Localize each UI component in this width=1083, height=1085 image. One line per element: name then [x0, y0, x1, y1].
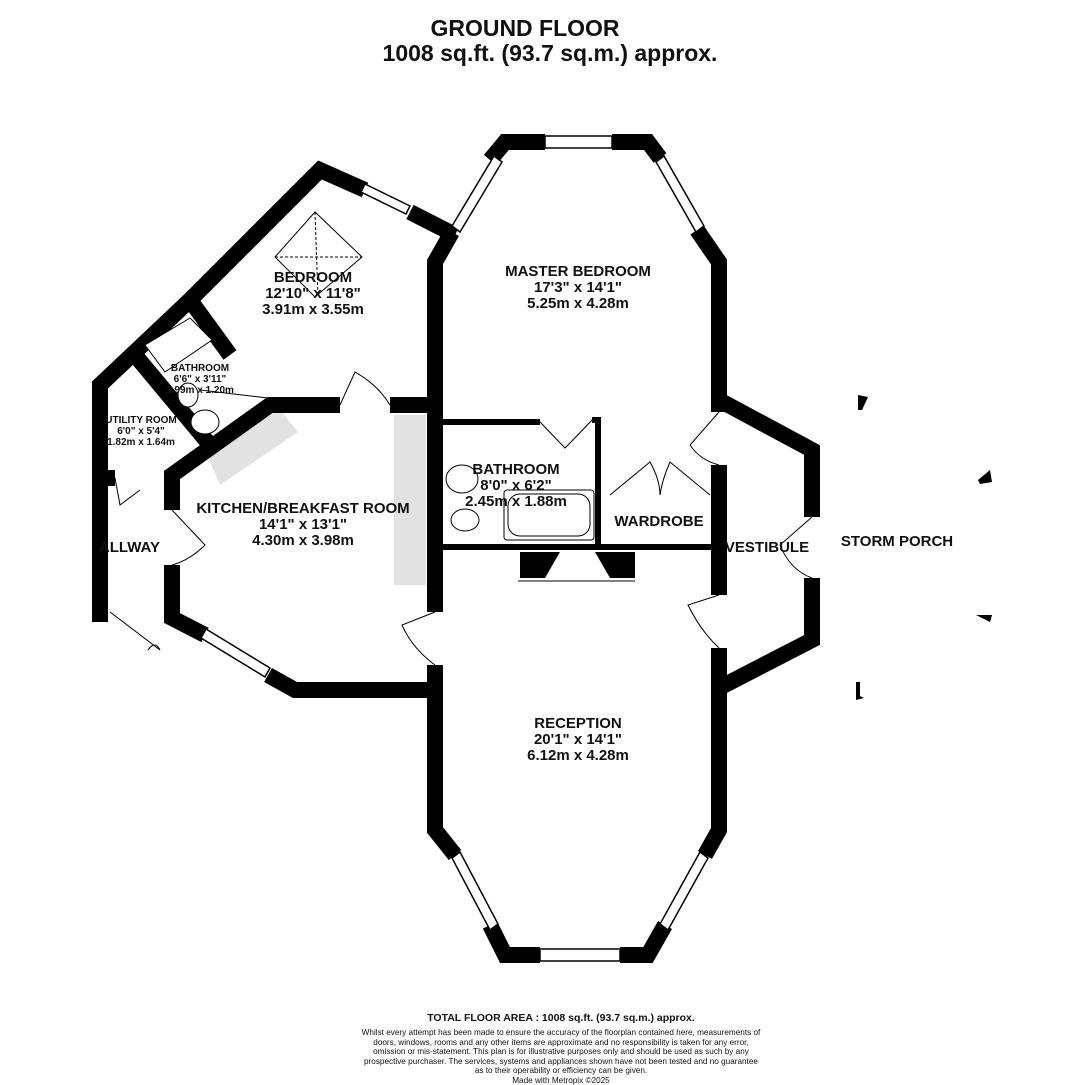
room-name: WARDROBE — [614, 513, 703, 530]
room-storm-porch: STORM PORCH — [841, 534, 953, 550]
room-imperial: 6'6" x 3'11" — [166, 374, 234, 385]
room-imperial: 6'0" x 5'4" — [105, 426, 176, 437]
room-imperial: 17'3" x 14'1" — [505, 280, 651, 296]
room-metric: 2.45m x 1.88m — [465, 494, 567, 510]
room-kitchen: KITCHEN/BREAKFAST ROOM 14'1" x 13'1" 4.3… — [196, 501, 409, 549]
room-hallway: HALLWAY — [100, 540, 160, 556]
room-vestibule: VESTIBULE — [724, 540, 810, 556]
room-wardrobe: WARDROBE — [614, 514, 703, 530]
room-name: BATHROOM — [465, 462, 567, 478]
room-name: BEDROOM — [262, 270, 364, 286]
room-name: KITCHEN/BREAKFAST ROOM — [196, 501, 409, 517]
room-metric: 3.91m x 3.55m — [262, 302, 364, 318]
disclaimer: Whilst every attempt has been made to en… — [360, 1028, 762, 1076]
room-name: HALLWAY — [100, 540, 160, 556]
room-metric: 6.12m x 4.28m — [527, 748, 629, 764]
room-imperial: 12'10" x 11'8" — [262, 286, 364, 302]
room-name: UTILITY ROOM — [105, 415, 176, 426]
room-bedroom: BEDROOM 12'10" x 11'8" 3.91m x 3.55m — [262, 270, 364, 318]
room-imperial: 8'0" x 6'2" — [465, 478, 567, 494]
room-imperial: 20'1" x 14'1" — [527, 732, 629, 748]
room-name: VESTIBULE — [725, 540, 809, 556]
footer: TOTAL FLOOR AREA : 1008 sq.ft. (93.7 sq.… — [360, 1012, 762, 1085]
room-metric: 1.82m x 1.64m — [105, 437, 176, 448]
total-floor-area: TOTAL FLOOR AREA : 1008 sq.ft. (93.7 sq.… — [360, 1012, 762, 1024]
room-reception: RECEPTION 20'1" x 14'1" 6.12m x 4.28m — [527, 716, 629, 764]
room-metric: 4.30m x 3.98m — [196, 533, 409, 549]
room-bathroom-small: BATHROOM 6'6" x 3'11" 1.99m x 1.20m — [166, 363, 234, 396]
room-name: MASTER BEDROOM — [505, 264, 651, 280]
room-master-bedroom: MASTER BEDROOM 17'3" x 14'1" 5.25m x 4.2… — [505, 264, 651, 312]
room-name: BATHROOM — [166, 363, 234, 374]
credit: Made with Metropix ©2025 — [360, 1076, 762, 1085]
fireplace — [518, 552, 635, 581]
room-imperial: 14'1" x 13'1" — [196, 517, 409, 533]
room-metric: 5.25m x 4.28m — [505, 296, 651, 312]
room-name: STORM PORCH — [841, 533, 953, 550]
room-metric: 1.99m x 1.20m — [166, 385, 234, 396]
room-bathroom: BATHROOM 8'0" x 6'2" 2.45m x 1.88m — [465, 462, 567, 510]
room-name: RECEPTION — [527, 716, 629, 732]
room-utility: UTILITY ROOM 6'0" x 5'4" 1.82m x 1.64m — [105, 415, 176, 448]
